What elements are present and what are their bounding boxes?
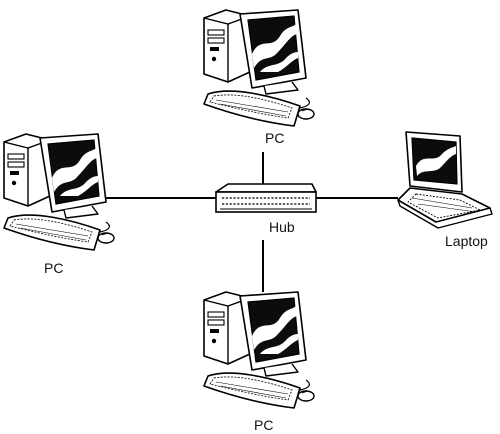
pc-left-label: PC [44, 260, 63, 276]
pc-left-icon [3, 133, 115, 251]
pc-top-label: PC [265, 130, 284, 146]
links [98, 152, 398, 292]
laptop-icon [397, 131, 493, 229]
pc-top-icon [203, 9, 315, 127]
hub-icon [215, 183, 317, 213]
laptop-label: Laptop [445, 233, 488, 249]
hub-label: Hub [269, 219, 295, 235]
pc-bottom-label: PC [254, 417, 273, 433]
pc-bottom-icon [203, 291, 315, 409]
